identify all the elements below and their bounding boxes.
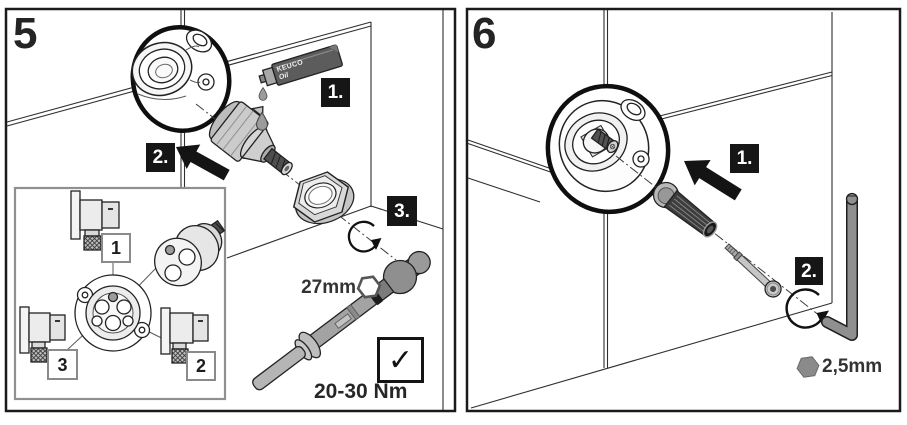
allen-key-icon (821, 192, 859, 341)
oil-drop-icon (255, 112, 269, 131)
step-3-label-panel5: 3. (387, 196, 417, 226)
hex-size-label: 2,5mm (822, 356, 883, 377)
hex-2-5-icon (796, 356, 820, 378)
axis-line-right (615, 155, 821, 317)
panel-5-art (4, 7, 457, 413)
inset-port-2-label: 2 (186, 351, 216, 381)
inset-port-1-label: 1 (101, 233, 131, 263)
panel-6-number: 6 (472, 9, 497, 58)
escutcheon-icon (558, 99, 650, 193)
rotate-arrow-icon (785, 288, 829, 329)
panel-6-art (465, 7, 902, 413)
wall-fixture-icon (70, 190, 120, 251)
hex-27-icon (356, 275, 382, 299)
cartridge-icon (208, 100, 293, 176)
wrench-size-label: 27mm (301, 277, 356, 298)
torque-value-label: 20-30 Nm (314, 380, 408, 403)
screw-icon (724, 243, 782, 298)
rotate-arrow-icon (347, 220, 382, 253)
insert-arrow-icon (684, 159, 742, 201)
torque-ok-checkbox: ✓ (377, 337, 424, 383)
oil-drop-icon (258, 87, 268, 101)
checkmark-icon: ✓ (387, 342, 414, 378)
cartridge-face-icon (154, 219, 226, 287)
valve-housing-icon (131, 29, 215, 100)
insert-arrow-icon (176, 144, 230, 181)
wall-fixture-icon (160, 307, 209, 364)
tube-oil-label: Oil (278, 72, 290, 82)
oil-tube-icon (258, 44, 343, 87)
torque-wrench-icon (252, 250, 431, 391)
union-nut-icon (292, 171, 355, 225)
step-2-label-panel5: 2. (146, 143, 175, 172)
step-2-label-panel6: 2. (795, 257, 823, 285)
panel-5-number: 5 (13, 9, 38, 58)
valve-face-icon (74, 274, 152, 352)
inset-port-3-label: 3 (47, 349, 78, 380)
step-1-label-panel5: 1. (321, 78, 350, 107)
extension-adapter-icon (652, 181, 718, 238)
step-1-label-panel6: 1. (730, 144, 759, 173)
